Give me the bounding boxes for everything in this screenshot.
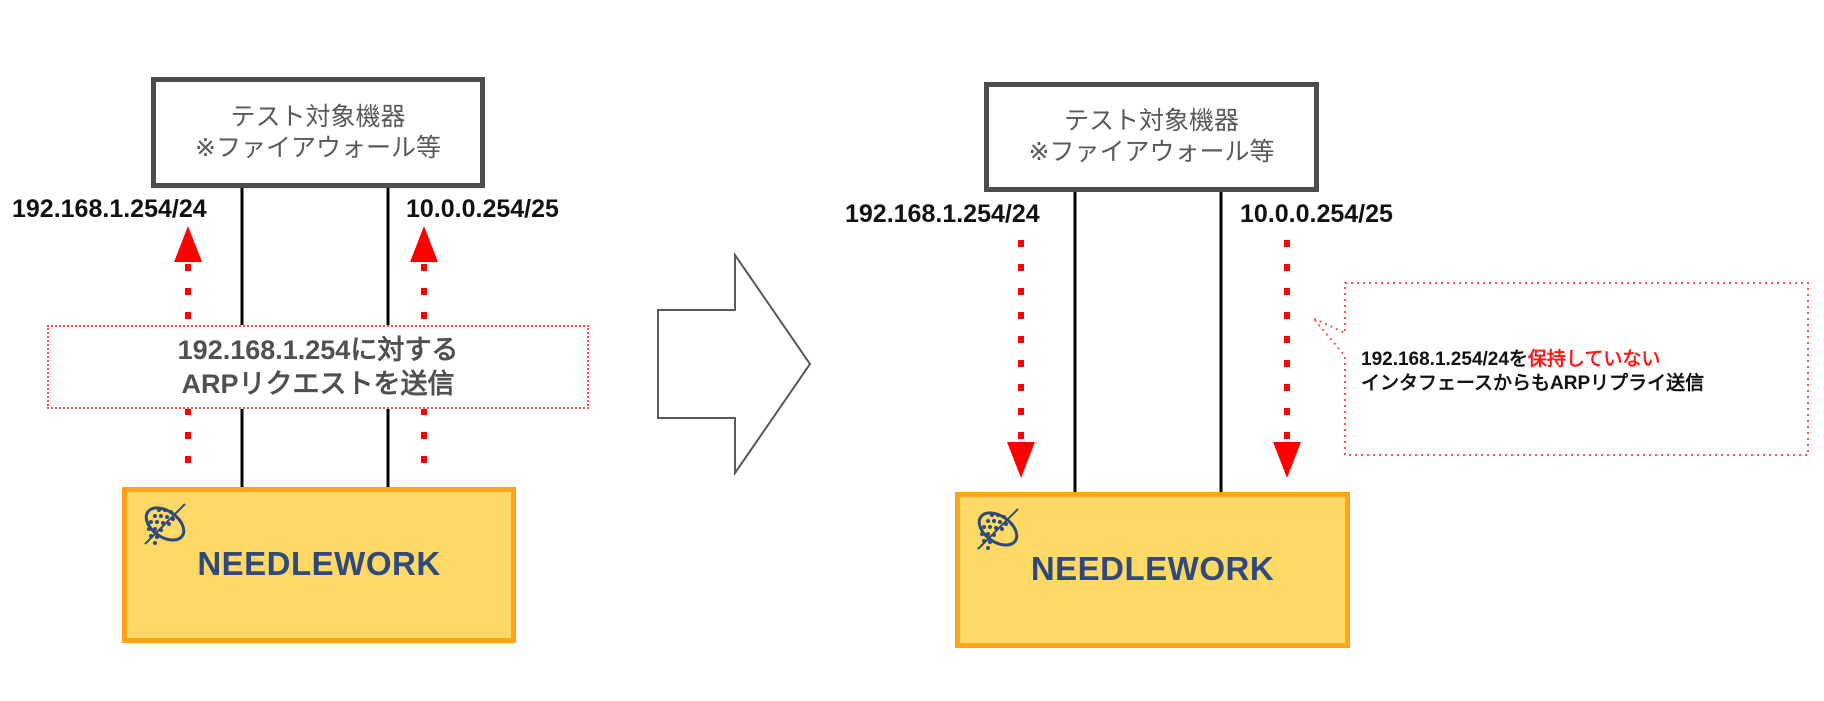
right-needlework-box: NEEDLEWORK xyxy=(955,492,1350,648)
device-subtitle: ※ファイアウォール等 xyxy=(195,133,441,162)
callout-highlight-text: 保持していない xyxy=(1527,349,1661,370)
left-arp-request-callout: 192.168.1.254に対する ARPリクエストを送信 xyxy=(47,325,589,409)
right-reply-arrowhead-2 xyxy=(1273,442,1301,478)
device-title: テスト対象機器 xyxy=(230,102,406,131)
right-target-device: テスト対象機器 ※ファイアウォール等 xyxy=(984,82,1319,192)
needlework-logo-icon xyxy=(977,508,1019,550)
callout-line-1: 192.168.1.254に対する xyxy=(177,335,459,365)
left-request-arrowhead-2 xyxy=(410,226,438,262)
callout-line-1: 192.168.1.254/24を保持していない xyxy=(1361,348,1704,372)
device-subtitle: ※ファイアウォール等 xyxy=(1028,138,1275,166)
needlework-label: NEEDLEWORK xyxy=(197,545,441,582)
device-title: テスト対象機器 xyxy=(1063,107,1239,135)
right-ip-label-2: 10.0.0.254/25 xyxy=(1240,200,1393,228)
right-ip-label-1: 192.168.1.254/24 xyxy=(845,200,1040,228)
right-reply-callout-shape xyxy=(1312,282,1809,456)
callout-line-2: インタフェースからもARPリプライ送信 xyxy=(1361,373,1705,394)
left-request-arrowhead-1 xyxy=(174,226,202,262)
left-ip-label-2: 10.0.0.254/25 xyxy=(406,195,559,223)
right-reply-callout-text: 192.168.1.254/24を保持していない インタフェースからもARPリプ… xyxy=(1361,348,1704,396)
left-ip-label-1: 192.168.1.254/24 xyxy=(12,195,207,223)
callout-ip-text: 192.168.1.254/24を xyxy=(1361,349,1528,370)
left-target-device: テスト対象機器 ※ファイアウォール等 xyxy=(151,77,485,188)
right-reply-arrowhead-1 xyxy=(1007,442,1035,478)
transition-arrow-icon xyxy=(657,252,812,477)
callout-line-2: ARPリクエストを送信 xyxy=(181,369,455,399)
needlework-logo-icon xyxy=(144,503,186,545)
left-needlework-box: NEEDLEWORK xyxy=(122,487,516,643)
needlework-label: NEEDLEWORK xyxy=(1030,550,1275,587)
